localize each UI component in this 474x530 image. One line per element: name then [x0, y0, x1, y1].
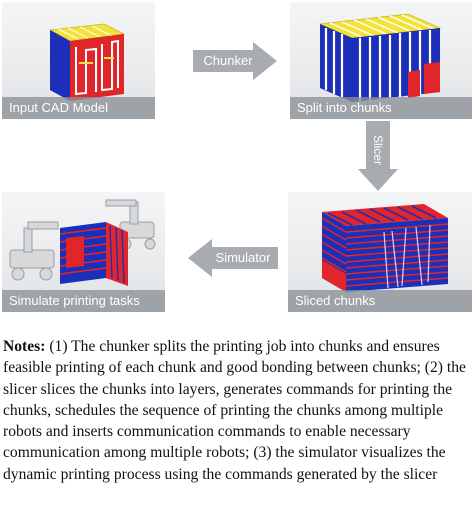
input-cad-model-panel: Input CAD Model [2, 2, 155, 119]
simulator-label: Simulator [215, 250, 271, 265]
split-into-chunks-caption: Split into chunks [290, 97, 472, 119]
simulate-printing-tasks-panel: Simulate printing tasks [2, 192, 165, 312]
cad-model-cube-image [48, 23, 126, 101]
slicer-arrow: Slicer [358, 121, 398, 191]
sliced-chunks-caption: Sliced chunks [288, 290, 472, 312]
split-into-chunks-panel: Split into chunks [290, 2, 472, 119]
notes-heading: Notes: [3, 338, 46, 355]
notes-body: (1) The chunker splits the printing job … [3, 338, 466, 483]
notes-paragraph: Notes: (1) The chunker splits the printi… [3, 336, 471, 485]
chunker-label: Chunker [203, 53, 253, 68]
slicer-label: Slicer [371, 134, 385, 165]
input-cad-model-caption: Input CAD Model [2, 97, 155, 119]
sliced-chunks-image [321, 204, 449, 292]
chunker-arrow: Chunker [193, 42, 277, 80]
simulate-printing-tasks-caption: Simulate printing tasks [2, 290, 165, 312]
split-chunks-image [318, 13, 442, 102]
sliced-chunks-panel: Sliced chunks [288, 192, 472, 312]
simulator-arrow: Simulator [188, 239, 278, 277]
simulation-robots-image [9, 199, 156, 286]
